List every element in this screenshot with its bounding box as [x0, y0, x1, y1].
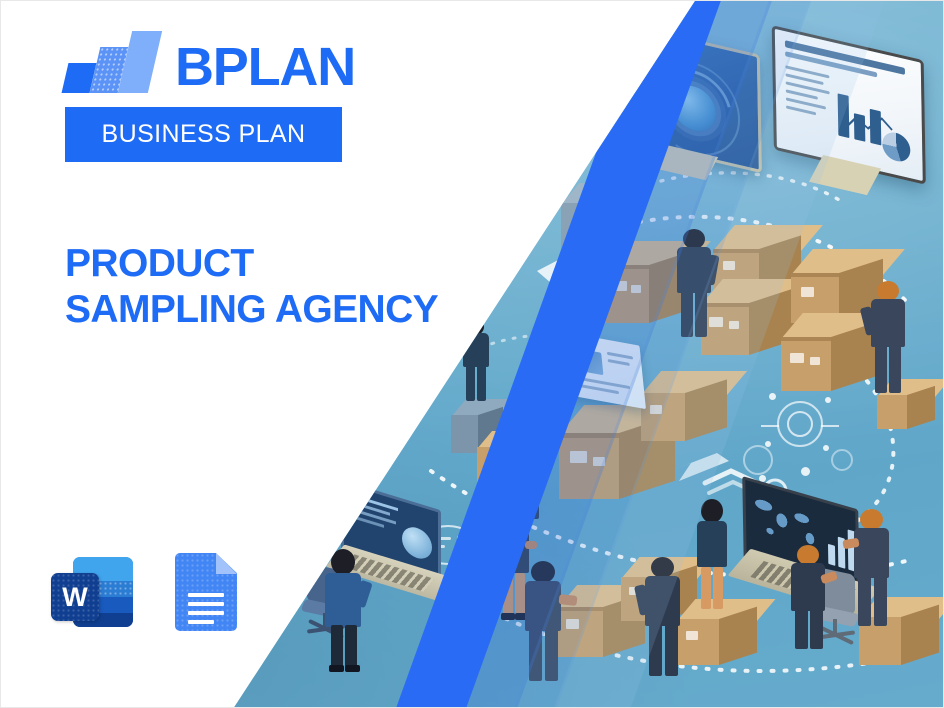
- business-plan-badge-label: BUSINESS PLAN: [101, 120, 306, 148]
- page-title: PRODUCT SAMPLING AGENCY: [65, 241, 439, 333]
- monitor-analytics-dashboard: [771, 25, 927, 211]
- google-docs-icon[interactable]: [175, 553, 237, 631]
- business-plan-badge: BUSINESS PLAN: [65, 107, 342, 162]
- word-icon-letter: W: [62, 581, 88, 612]
- person-walking: [457, 319, 497, 403]
- person-walking: [689, 499, 737, 619]
- parcel-box: [641, 371, 748, 445]
- person-warehouse-worker: [634, 557, 691, 679]
- person-standing-at-laptop: [842, 509, 899, 629]
- parcel-box: [877, 379, 943, 431]
- person-warehouse-worker: [859, 281, 917, 397]
- parcel-box: [701, 279, 817, 359]
- microsoft-word-icon[interactable]: W: [51, 553, 139, 631]
- parcel-box: [451, 399, 519, 455]
- parcel-box: [557, 585, 666, 661]
- person-at-laptop: [319, 549, 373, 673]
- parcel-box: [677, 599, 776, 669]
- brand-wordmark: BPLAN: [175, 37, 356, 98]
- file-format-icons: W: [51, 553, 237, 631]
- page-title-line-2: SAMPLING AGENCY: [65, 288, 439, 332]
- office-chair: [809, 566, 863, 646]
- brand-logo: BPLAN: [61, 31, 356, 98]
- person-seated-at-laptop: [783, 545, 838, 651]
- page-title-line-1: PRODUCT: [65, 242, 254, 285]
- parcel-box: [781, 313, 899, 395]
- person-warehouse-worker: [669, 229, 720, 341]
- parcel-box: [559, 405, 701, 503]
- bar-chart-logo-mark-icon: [61, 31, 163, 93]
- person-receiving-parcel: [517, 561, 578, 685]
